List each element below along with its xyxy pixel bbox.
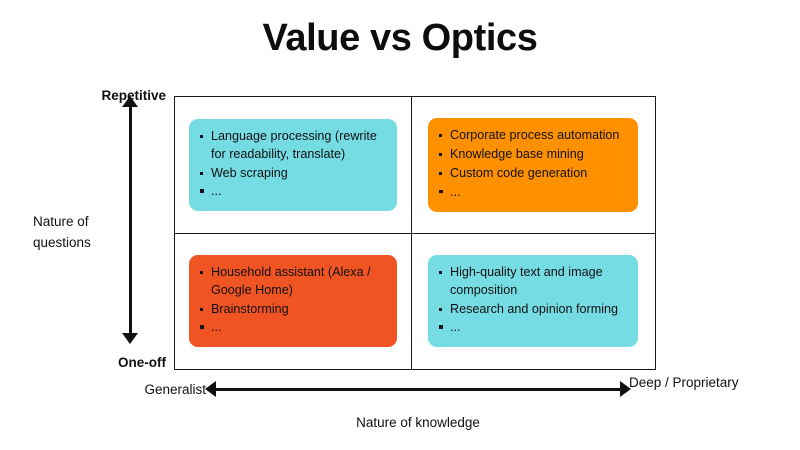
quadrant-bottom-left[interactable]: Household assistant (Alexa / Google Home… <box>175 233 411 369</box>
list-item: Corporate process automation <box>436 127 628 145</box>
quadrant-top-left[interactable]: Language processing (rewrite for readabi… <box>175 97 411 233</box>
y-axis-top-label: Repetitive <box>101 88 166 103</box>
list-item: ... <box>436 319 628 337</box>
list-item: ... <box>436 184 628 202</box>
y-axis-bottom-label: One-off <box>118 355 166 370</box>
quadrant-matrix: Language processing (rewrite for readabi… <box>174 96 656 370</box>
quadrant-card-bottom-right: High-quality text and image composition … <box>428 254 638 348</box>
grid-divider-horizontal <box>175 233 655 234</box>
list-item: Research and opinion forming <box>436 301 628 319</box>
arrow-left-icon <box>205 381 216 397</box>
arrow-up-icon <box>122 96 138 107</box>
quadrant-top-right[interactable]: Corporate process automation Knowledge b… <box>411 97 655 233</box>
bullet-list: Household assistant (Alexa / Google Home… <box>197 264 387 339</box>
bullet-list: Corporate process automation Knowledge b… <box>436 127 628 203</box>
y-axis-title: Nature of questions <box>33 214 91 250</box>
list-item: High-quality text and image composition <box>436 264 628 300</box>
list-item: Brainstorming <box>197 301 387 319</box>
quadrant-card-top-right: Corporate process automation Knowledge b… <box>428 118 638 212</box>
list-item: ... <box>197 319 387 337</box>
bullet-list: Language processing (rewrite for readabi… <box>197 128 387 203</box>
list-item: Custom code generation <box>436 165 628 183</box>
bullet-list: High-quality text and image composition … <box>436 264 628 339</box>
page-title: Value vs Optics <box>262 17 538 59</box>
x-axis-title: Nature of knowledge <box>356 415 480 430</box>
list-item: Web scraping <box>197 165 387 183</box>
arrow-down-icon <box>122 333 138 344</box>
list-item: ... <box>197 183 387 201</box>
quadrant-card-top-left: Language processing (rewrite for readabi… <box>189 118 397 212</box>
list-item: Language processing (rewrite for readabi… <box>197 128 387 164</box>
quadrant-bottom-right[interactable]: High-quality text and image composition … <box>411 233 655 369</box>
grid-divider-vertical <box>411 97 412 369</box>
arrow-right-icon <box>620 381 631 397</box>
quadrant-card-bottom-left: Household assistant (Alexa / Google Home… <box>189 254 397 348</box>
list-item: Knowledge base mining <box>436 146 628 164</box>
x-axis-right-label: Deep / Proprietary <box>629 375 739 390</box>
list-item: Household assistant (Alexa / Google Home… <box>197 264 387 300</box>
y-axis-line <box>129 104 132 336</box>
x-axis-left-label: Generalist <box>144 382 206 397</box>
x-axis-line <box>216 388 620 391</box>
